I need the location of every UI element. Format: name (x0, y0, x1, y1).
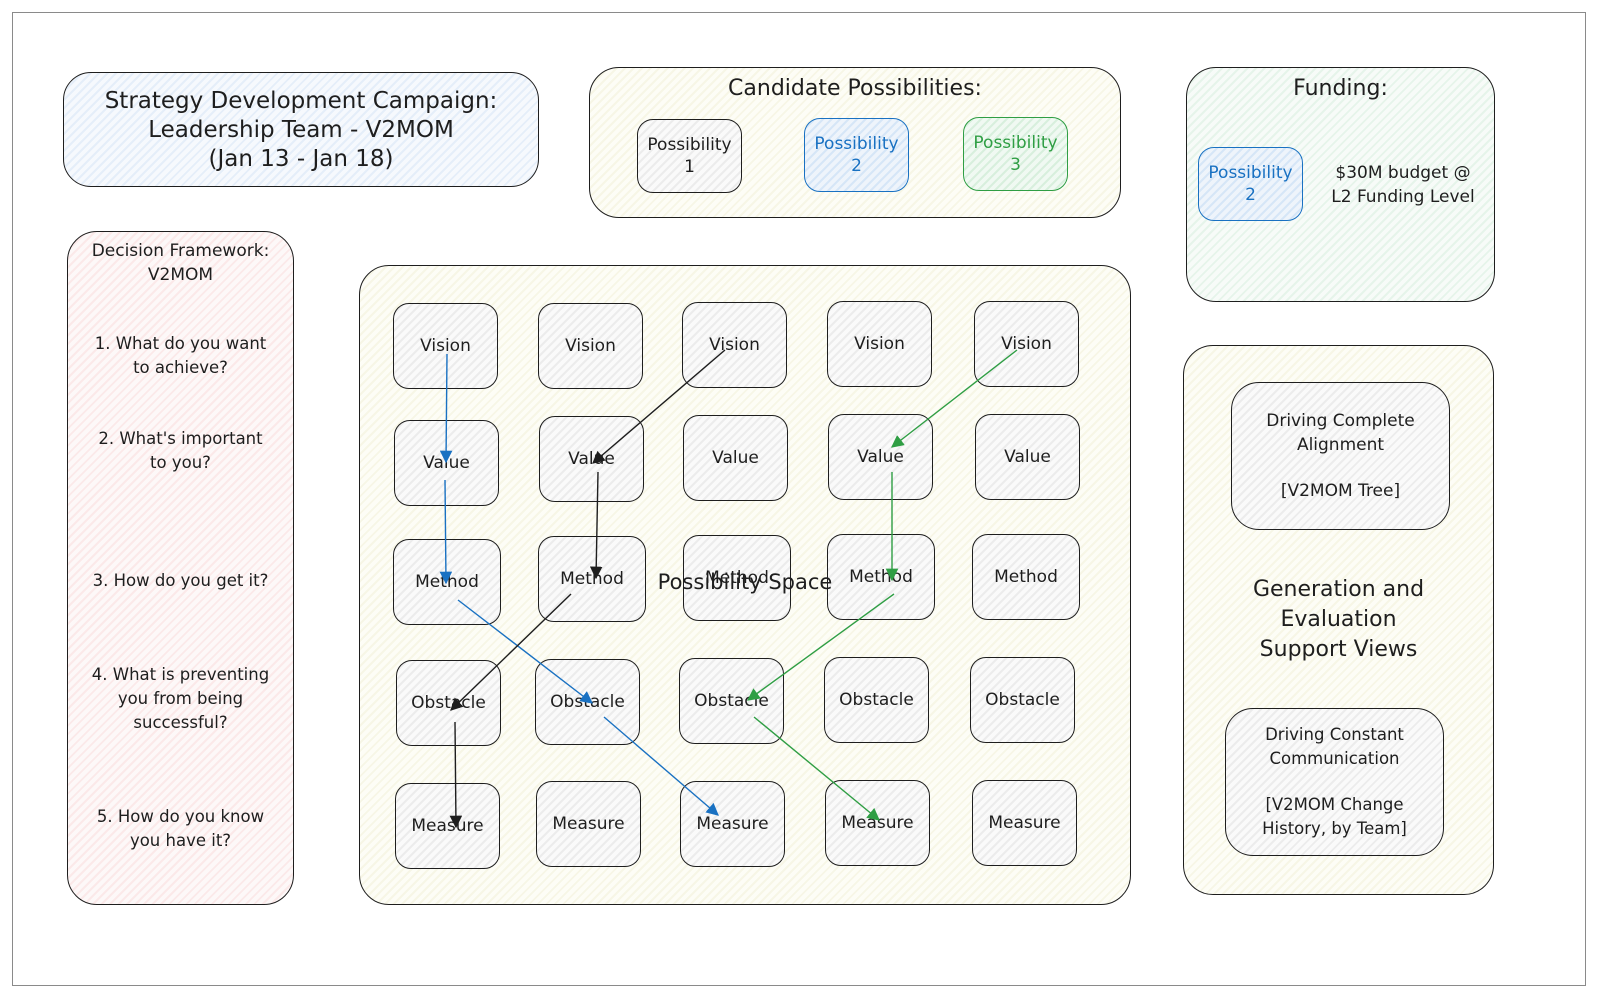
vision-box-5[interactable]: Vision (974, 301, 1079, 387)
campaign-title: Strategy Development Campaign: Leadershi… (104, 88, 498, 172)
vision-box-1[interactable]: Vision (393, 303, 498, 389)
framework-question-4: 4. What is preventing you from being suc… (91, 665, 270, 732)
value-box-1[interactable]: Value (394, 420, 499, 506)
candidate-possibilities-heading: Candidate Possibilities: (728, 76, 982, 101)
obstacle-box-1[interactable]: Obstacle (396, 660, 501, 746)
framework-question-3: 3. How do you get it? (92, 571, 269, 590)
method-box-2[interactable]: Method (538, 536, 646, 622)
framework-question-5: 5. How do you know you have it? (96, 807, 265, 850)
possibility-space-label: Possibility Space (657, 570, 833, 594)
method-box-1[interactable]: Method (393, 539, 501, 625)
framework-heading: Decision Framework: V2MOM (91, 241, 270, 285)
framework-question-1: 1. What do you want to achieve? (94, 334, 267, 377)
value-box-5[interactable]: Value (975, 414, 1080, 500)
title-panel: Strategy Development Campaign: Leadershi… (63, 72, 539, 187)
obstacle-box-5[interactable]: Obstacle (970, 657, 1075, 743)
decision-framework-panel: Decision Framework: V2MOM 1. What do you… (67, 231, 294, 905)
measure-box-5[interactable]: Measure (972, 780, 1077, 866)
measure-box-2[interactable]: Measure (536, 781, 641, 867)
funding-budget: $30M budget @ L2 Funding Level (1331, 163, 1475, 207)
communication-view-box[interactable]: Driving Constant Communication [V2MOM Ch… (1225, 708, 1444, 856)
value-box-3[interactable]: Value (683, 415, 788, 501)
vision-box-2[interactable]: Vision (538, 303, 643, 389)
vision-box-3[interactable]: Vision (682, 302, 787, 388)
value-box-2[interactable]: Value (539, 416, 644, 502)
measure-box-4[interactable]: Measure (825, 780, 930, 866)
obstacle-box-3[interactable]: Obstacle (679, 658, 784, 744)
support-views-title: Generation and Evaluation Support Views (1252, 577, 1425, 662)
obstacle-box-4[interactable]: Obstacle (824, 657, 929, 743)
obstacle-box-2[interactable]: Obstacle (535, 659, 640, 745)
measure-box-1[interactable]: Measure (395, 783, 500, 869)
funding-heading: Funding: (1293, 76, 1388, 101)
measure-box-3[interactable]: Measure (680, 781, 785, 867)
value-box-4[interactable]: Value (828, 414, 933, 500)
method-box-5[interactable]: Method (972, 534, 1080, 620)
canvas-frame (12, 12, 1586, 986)
alignment-view-box[interactable]: Driving Complete Alignment [V2MOM Tree] (1231, 382, 1450, 530)
framework-question-2: 2. What's important to you? (98, 429, 263, 472)
vision-box-4[interactable]: Vision (827, 301, 932, 387)
